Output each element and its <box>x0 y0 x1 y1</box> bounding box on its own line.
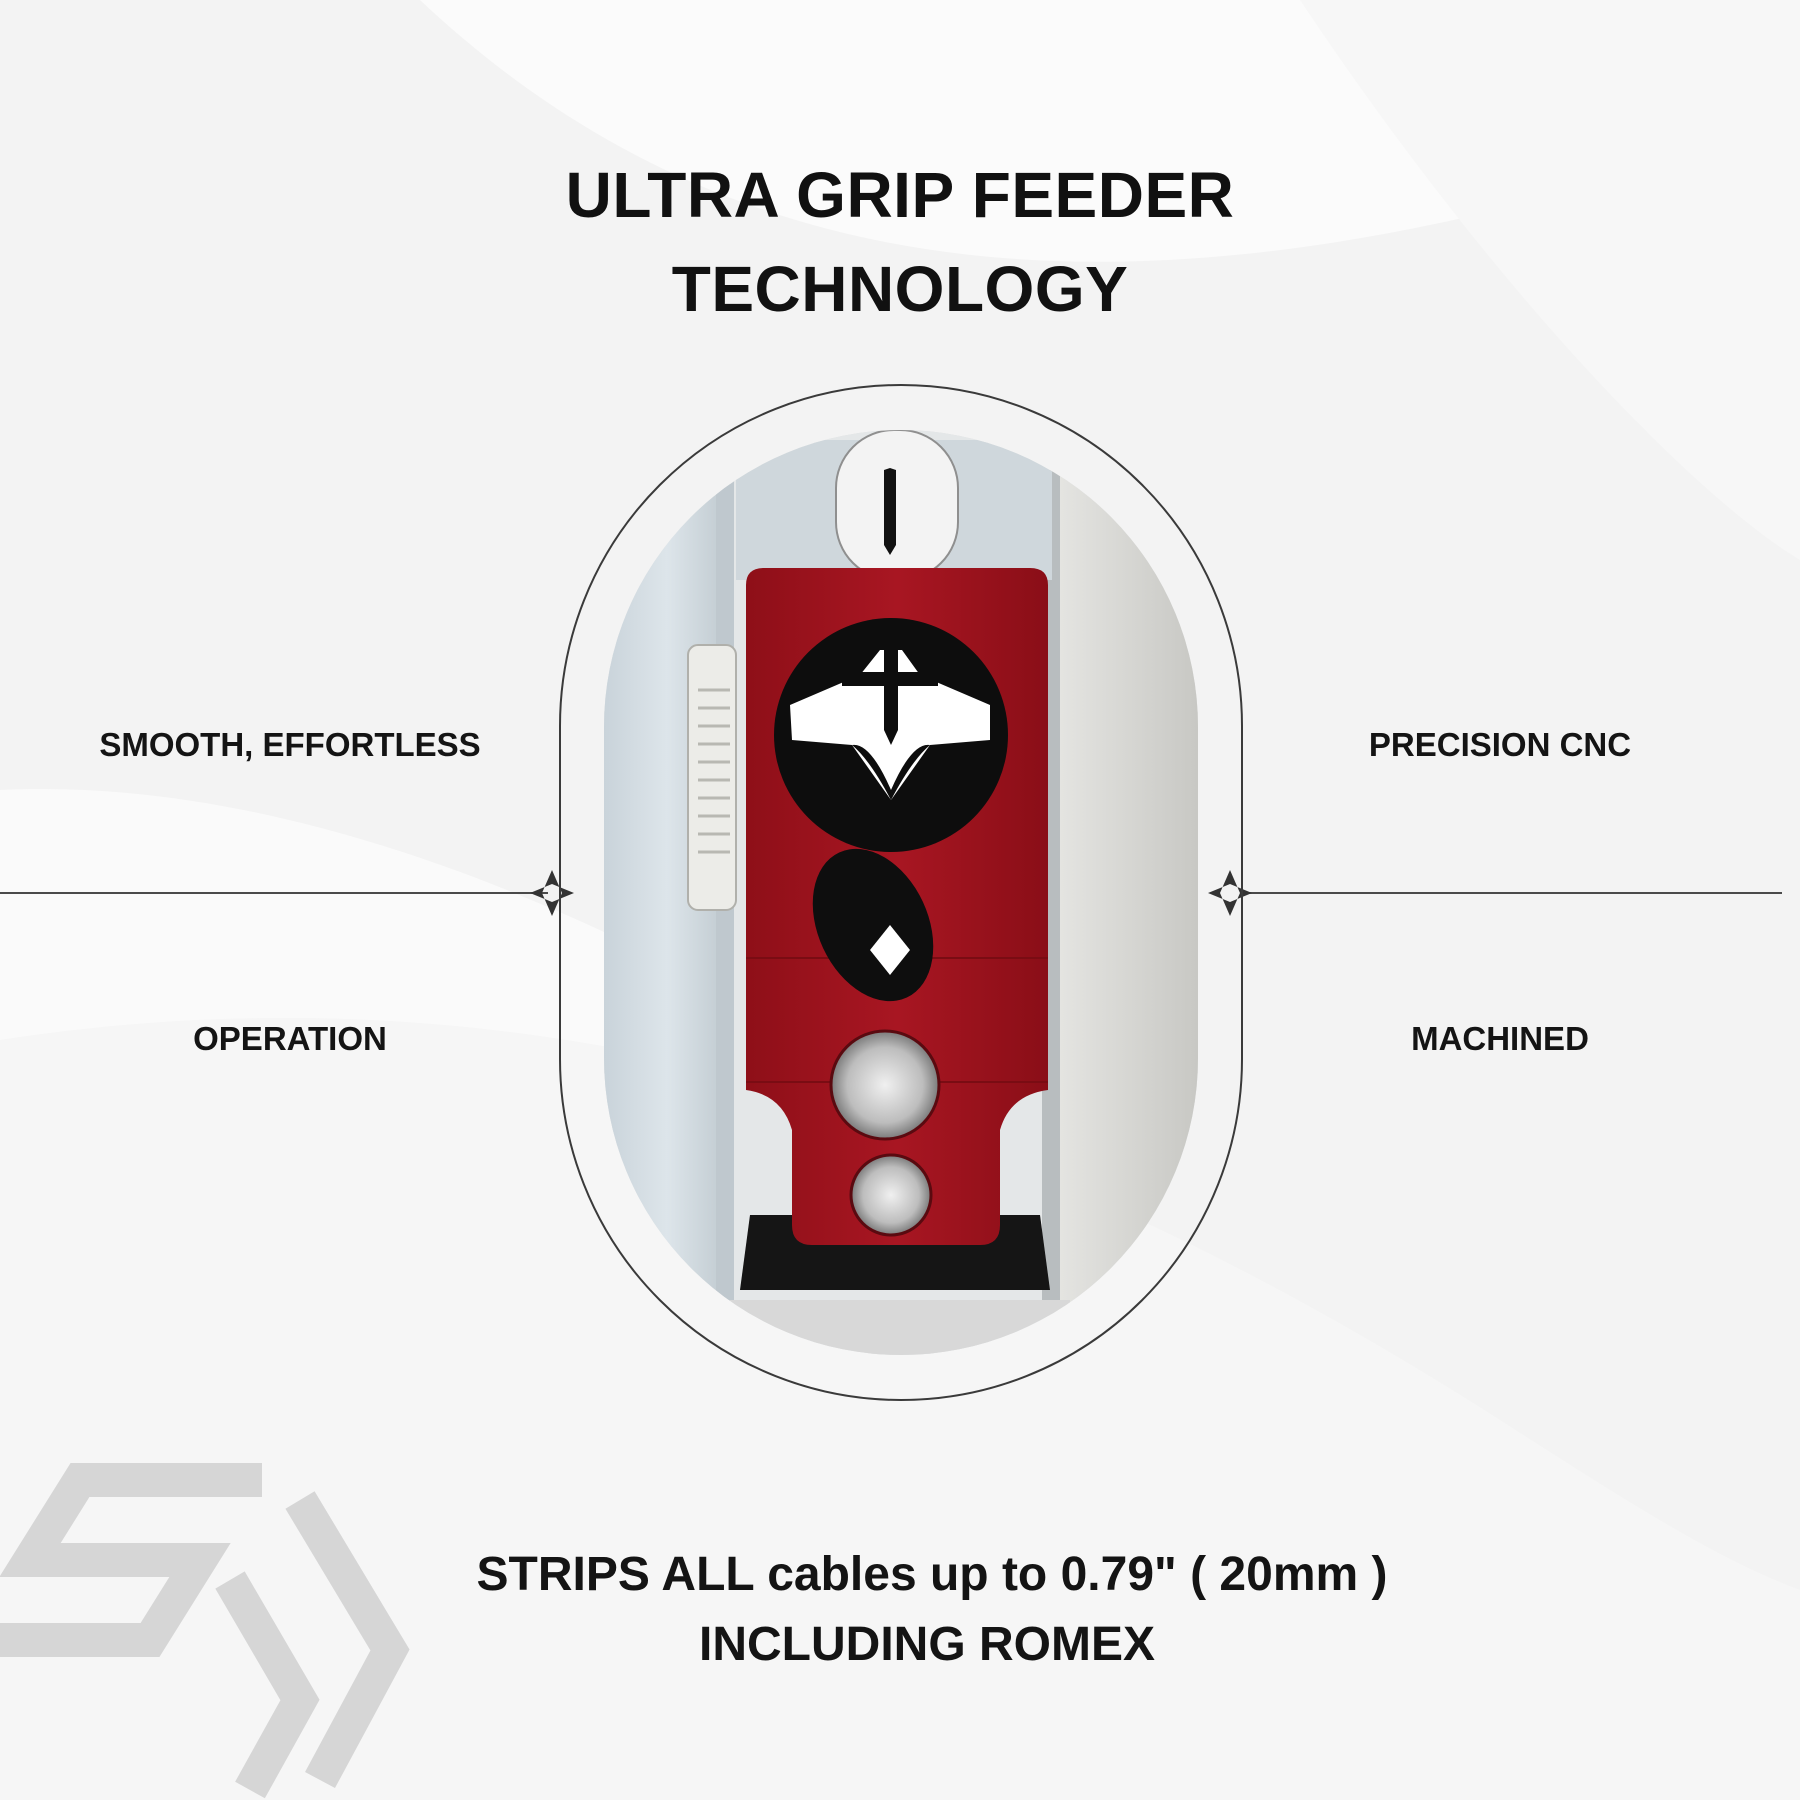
feature-right-line-1: PRECISION CNC <box>1368 726 1632 763</box>
feature-left-line-1: SMOOTH, EFFORTLESS <box>99 726 481 763</box>
feature-left-line-2: OPERATION <box>193 1020 387 1057</box>
page-title-line-1: ULTRA GRIP FEEDER <box>565 159 1235 231</box>
footer-caption-line-1: STRIPS ALL cables up to 0.79" ( 20mm ) <box>476 1548 1388 1601</box>
feature-right-line-2: MACHINED <box>1411 1020 1589 1057</box>
footer-caption: STRIPS ALL cables up to 0.79" ( 20mm ) I… <box>0 1540 1800 1680</box>
page-title-line-2: TECHNOLOGY <box>671 253 1129 325</box>
page-title: ULTRA GRIP FEEDER TECHNOLOGY <box>0 148 1800 336</box>
footer-caption-line-2: INCLUDING ROMEX <box>699 1618 1155 1671</box>
sm-logo-watermark <box>0 1463 410 1799</box>
